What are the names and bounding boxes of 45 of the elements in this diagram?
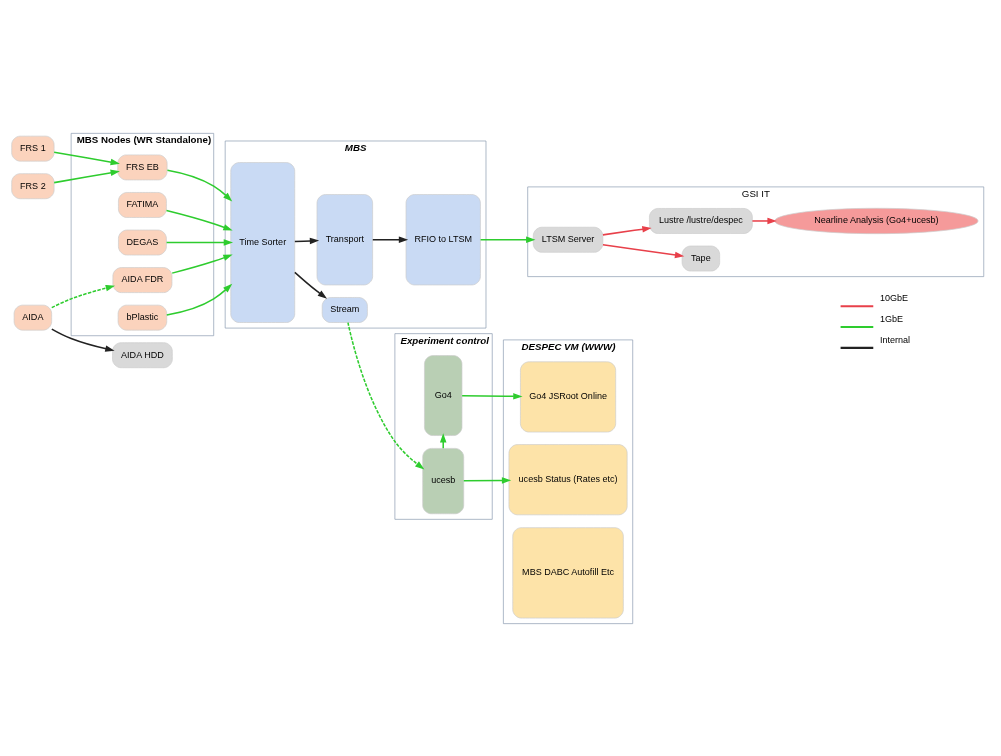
node-box: Tape — [681, 245, 720, 271]
arrow — [461, 392, 523, 400]
arrow — [602, 225, 652, 236]
arrow — [372, 236, 409, 243]
legend-label: Internal — [879, 334, 911, 345]
arrow — [439, 432, 447, 449]
arrow — [166, 168, 233, 201]
arrow — [51, 284, 116, 308]
node-box: FRS 2 — [11, 172, 55, 199]
arrow — [165, 238, 234, 246]
node-box: FRS 1 — [11, 135, 55, 161]
node-box: AIDA — [13, 304, 52, 330]
arrow — [347, 321, 425, 470]
node-box: RFIO to LTSM — [405, 193, 481, 285]
node-box: Stream — [321, 296, 368, 323]
node-box: Transport — [316, 193, 373, 285]
arrow — [51, 327, 115, 352]
node-box: AIDA FDR — [112, 266, 173, 293]
node-box: Go4 — [424, 354, 463, 436]
node-box: Lustre /lustre/despec — [649, 207, 753, 234]
node-box: FRS EB — [117, 154, 168, 180]
arrow — [294, 237, 320, 244]
arrow — [602, 243, 685, 258]
legend-label: 10GbE — [879, 292, 909, 303]
node-box: ucesb — [422, 447, 465, 514]
arrow — [479, 236, 536, 243]
arrow — [53, 150, 120, 165]
node-box: bPlastic — [117, 304, 168, 330]
arrow — [462, 476, 512, 484]
node-box: DEGAS — [118, 229, 167, 255]
arrow — [171, 254, 233, 274]
node-ellipse: Nearline Analysis (Go4+ucesb) — [774, 207, 979, 234]
arrow — [751, 217, 777, 224]
arrow — [53, 169, 120, 183]
arrow — [165, 209, 233, 230]
node-box: Go4 JSRoot Online — [520, 360, 617, 432]
node-box: FATIMA — [118, 191, 167, 218]
arrow — [294, 271, 328, 299]
node-box: AIDA HDD — [112, 341, 173, 368]
legend-label: 1GbE — [879, 313, 903, 324]
node-box: MBS DABC Autofill Etc — [512, 526, 624, 618]
arrow — [166, 283, 233, 316]
node-box: LTSM Server — [532, 226, 604, 253]
node-box: Time Sorter — [230, 161, 296, 323]
node-box: ucesb Status (Rates etc) — [508, 443, 628, 515]
